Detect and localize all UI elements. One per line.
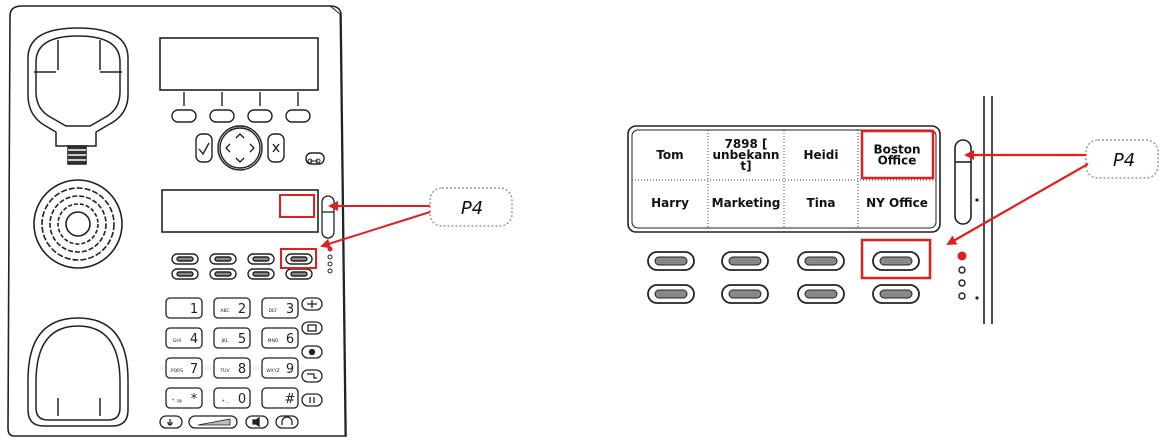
main-display (159, 37, 319, 91)
key-letters: MNO (268, 338, 279, 344)
p4-highlight-key-right (860, 238, 932, 280)
line-key-5[interactable] (647, 284, 695, 304)
key-letters: TUV (219, 368, 230, 374)
key-hash[interactable]: # (261, 387, 299, 409)
line-key-8[interactable] (872, 284, 920, 304)
key-digit: 1 (190, 302, 198, 317)
key-star[interactable]: * *.:@ (165, 387, 203, 409)
check-icon (198, 142, 210, 156)
key-1[interactable]: 1 (165, 297, 203, 319)
key-letters: *.:@ (172, 398, 182, 404)
key-0[interactable]: 0 + _ (213, 387, 251, 409)
callout-p4-left: P4 (320, 187, 513, 249)
key-letters: + _ (221, 398, 229, 404)
lcd-label: NY Office (866, 196, 928, 210)
line-key-6[interactable] (721, 284, 769, 304)
p4-highlight-lcd-right (860, 129, 935, 180)
key-6[interactable]: 6 MNO (261, 327, 299, 349)
phone-edge-right (954, 96, 993, 324)
lcd-label: Heidi (804, 148, 839, 162)
key-9[interactable]: 9 WXYZ (261, 357, 299, 379)
voicemail-icon (307, 158, 321, 164)
lcd-label: Marketing (712, 196, 781, 210)
key-digit: 4 (190, 332, 198, 347)
lcd-label: Harry (651, 196, 689, 210)
lcd-label: Tom (656, 148, 683, 162)
key-digit: 6 (286, 332, 294, 347)
line-key-2[interactable] (721, 251, 769, 271)
nav-cluster[interactable] (195, 125, 325, 171)
bottom-keys[interactable] (159, 415, 299, 429)
key-digit: 0 (238, 392, 246, 407)
handset-top (27, 27, 129, 165)
p4-highlight-key-left (280, 248, 317, 269)
key-8[interactable]: 8 TUV (213, 357, 251, 379)
line-key-7[interactable] (797, 284, 845, 304)
line-keys-right[interactable] (647, 251, 920, 304)
callout-p4-right: P4 (946, 139, 1159, 245)
key-letters: DEF (269, 308, 278, 314)
volume-bar-icon (197, 418, 231, 426)
key-digit: 2 (238, 302, 246, 317)
side-switch (321, 195, 335, 239)
key-digit: 9 (286, 362, 294, 377)
mic-icon (167, 419, 173, 426)
key-digit: 8 (238, 362, 246, 377)
key-4[interactable]: 4 GHI (165, 327, 203, 349)
key-letters: GHI (173, 338, 181, 344)
key-letters: JKL (221, 338, 229, 344)
handset-bottom (27, 317, 129, 427)
side-lcd (161, 189, 319, 233)
callout-label-left: P4 (461, 198, 483, 219)
key-letters: ABC (220, 308, 229, 314)
status-leds-left (327, 246, 333, 274)
function-keys[interactable] (301, 297, 323, 407)
line-key-1[interactable] (647, 251, 695, 271)
key-digit: 7 (190, 362, 198, 377)
line-keys-left[interactable] (171, 253, 313, 280)
soft-keys (183, 92, 299, 106)
p4-highlight-lcd (279, 194, 315, 218)
key-digit: # (285, 392, 296, 407)
key-digit: 3 (286, 302, 294, 317)
line-key-4[interactable] (872, 251, 920, 271)
key-7[interactable]: 7 PQRS (165, 357, 203, 379)
line-key-3[interactable] (797, 251, 845, 271)
headset-icon (281, 416, 293, 425)
key-3[interactable]: 3 DEF (261, 297, 299, 319)
keypad[interactable]: 1 2 ABC 3 DEF 4 GHI 5 JKL 6 MNO 7 PQRS 8 TUV 9 WXYZ * *.:@… (165, 297, 299, 409)
speaker-icon (252, 416, 260, 428)
callout-label-right: P4 (1113, 150, 1135, 171)
key-letters: WXYZ (266, 368, 279, 374)
key-digit: 5 (238, 332, 246, 347)
soft-key-buttons[interactable] (171, 109, 311, 123)
speaker-grille (33, 179, 123, 269)
x-icon (272, 143, 280, 153)
lcd-label: Tina (807, 196, 836, 210)
key-5[interactable]: 5 JKL (213, 327, 251, 349)
key-digit: * (191, 392, 198, 407)
key-2[interactable]: 2 ABC (213, 297, 251, 319)
status-leds-right (957, 251, 967, 300)
key-letters: PQRS (171, 368, 183, 374)
